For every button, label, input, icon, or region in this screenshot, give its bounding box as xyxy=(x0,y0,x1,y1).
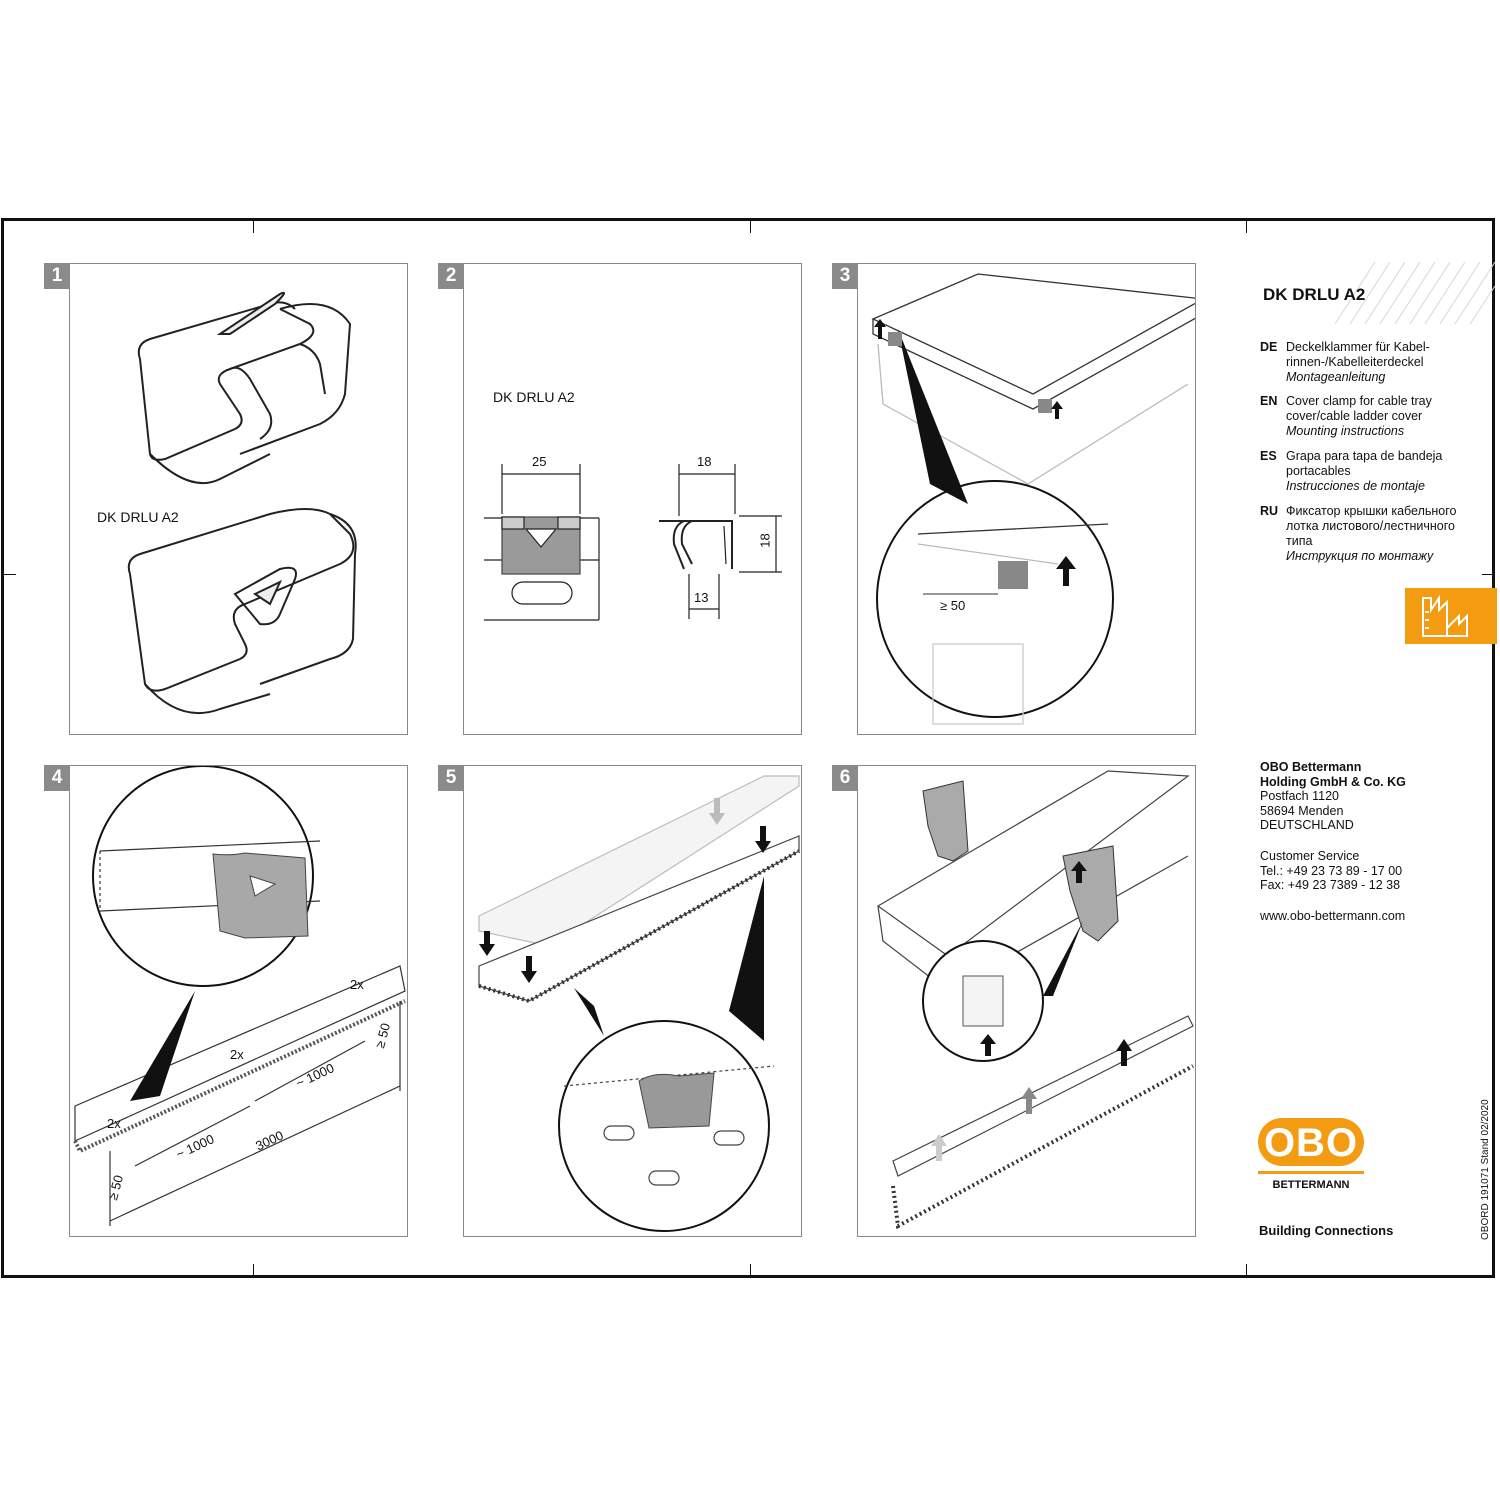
service-tel: Tel.: +49 23 73 89 - 17 00 xyxy=(1260,863,1403,878)
lang-en-line-2: cover/cable ladder cover xyxy=(1286,409,1423,423)
lang-code-ru: RU xyxy=(1260,504,1279,518)
dim-height: 18 xyxy=(757,533,773,548)
lang-es-line-2: portacables xyxy=(1286,464,1351,478)
clamp-illustration xyxy=(127,291,357,715)
crop-mark xyxy=(253,221,254,233)
step-2-label: DK DRLU A2 xyxy=(493,389,575,405)
lang-ru-line-1: Фиксатор крышки кабельного xyxy=(1286,504,1457,518)
logo-text: OBO xyxy=(1264,1121,1358,1165)
company-po-box: Postfach 1120 xyxy=(1260,789,1339,803)
logo-subtext: BETTERMANN xyxy=(1273,1179,1350,1191)
lang-en-line-1: Cover clamp for cable tray xyxy=(1286,394,1432,408)
cover-placement-illustration xyxy=(478,775,800,1232)
lang-en-subtitle: Mounting instructions xyxy=(1286,424,1405,438)
step-3-panel xyxy=(857,263,1196,735)
arrow-down-icon xyxy=(479,826,771,983)
lang-code-de: DE xyxy=(1260,340,1278,354)
qty-label-2: 2x xyxy=(230,1047,244,1062)
crop-mark xyxy=(4,574,16,575)
lang-code-en: EN xyxy=(1260,394,1278,408)
category-tab xyxy=(1405,588,1497,644)
crop-mark xyxy=(1482,574,1494,575)
product-title: DK DRLU A2 xyxy=(1263,285,1366,304)
title-hatch-decoration xyxy=(1335,262,1495,324)
company-country: DEUTSCHLAND xyxy=(1260,818,1354,832)
dim-width: 25 xyxy=(532,454,547,469)
step-number-3: 3 xyxy=(832,263,858,289)
lang-ru-subtitle: Инструкция по монтажу xyxy=(1286,549,1434,563)
factory-icon xyxy=(1422,594,1468,637)
company-address: OBO Bettermann Holding GmbH & Co. KG Pos… xyxy=(1260,760,1406,833)
cover-mounting-illustration xyxy=(871,273,1195,725)
lang-de-subtitle: Montageanleitung xyxy=(1286,370,1386,384)
crop-mark xyxy=(750,1264,751,1276)
step-number-2: 2 xyxy=(438,263,464,289)
step-1-panel xyxy=(69,263,408,735)
company-name-2: Holding GmbH & Co. KG xyxy=(1260,774,1406,789)
customer-service: Customer Service Tel.: +49 23 73 89 - 17… xyxy=(1260,849,1402,893)
dim-side-width: 18 xyxy=(697,454,712,469)
step-6-panel xyxy=(857,765,1196,1237)
lang-ru-line-2: лотка листового/лестничного xyxy=(1286,519,1455,533)
qty-label-3: 2x xyxy=(107,1116,121,1131)
step-5-panel xyxy=(463,765,802,1237)
crop-mark xyxy=(1246,221,1247,233)
step-2-panel xyxy=(463,263,802,735)
spacing-illustration xyxy=(73,766,406,1226)
dimension-drawing xyxy=(484,464,782,621)
company-name-1: OBO Bettermann xyxy=(1260,760,1362,774)
lang-de-line-1: Deckelklammer für Kabel- xyxy=(1286,340,1430,354)
dim-min-distance: ≥ 50 xyxy=(940,598,966,613)
footer-tagline: Building Connections xyxy=(1259,1223,1394,1238)
crop-mark xyxy=(253,1264,254,1276)
step-1-label: DK DRLU A2 xyxy=(97,509,179,525)
step-number-5: 5 xyxy=(438,765,464,791)
dim-depth: 13 xyxy=(694,590,709,605)
step-number-6: 6 xyxy=(832,765,858,791)
lang-es-line-1: Grapa para tapa de bandeja xyxy=(1286,449,1443,463)
crop-mark xyxy=(750,221,751,233)
website-link[interactable]: www.obo-bettermann.com xyxy=(1260,909,1406,923)
step-4-panel xyxy=(69,765,408,1237)
company-city: 58694 Menden xyxy=(1260,803,1344,818)
lang-es-subtitle: Instrucciones de montaje xyxy=(1286,479,1425,493)
step-number-1: 1 xyxy=(44,263,70,289)
lang-code-es: ES xyxy=(1260,449,1277,463)
document-reference: OBORD 191071 Stand 02/2020 xyxy=(1480,1099,1491,1240)
step-number-4: 4 xyxy=(44,765,70,791)
crop-mark xyxy=(1246,1264,1247,1276)
lang-de-line-2: rinnen-/Kabelleiterdeckel xyxy=(1286,355,1424,369)
service-label: Customer Service xyxy=(1260,849,1360,863)
service-fax: Fax: +49 23 7389 - 12 38 xyxy=(1260,878,1401,892)
obo-logo: OBO BETTERMANN xyxy=(1258,1118,1364,1191)
arrow-up-icon xyxy=(1056,556,1076,586)
cover-removal-illustration xyxy=(876,770,1194,1230)
lang-ru-line-3: типа xyxy=(1286,534,1313,548)
qty-label-1: 2x xyxy=(350,977,364,992)
